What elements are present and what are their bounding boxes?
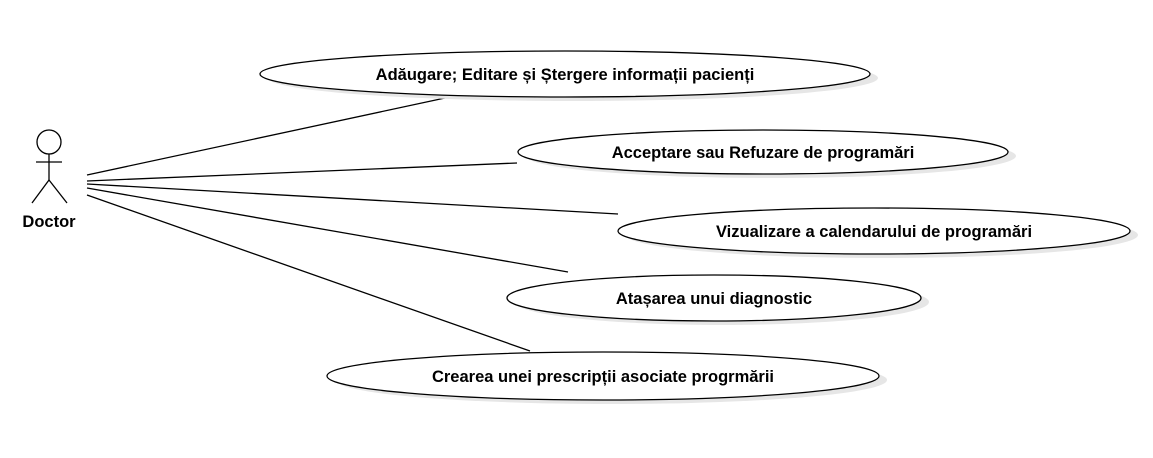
use-case-ellipse [517,129,1009,175]
association-prescription [86,194,531,352]
use-case-ellipse [259,50,871,98]
association-patient-info [86,97,446,176]
association-calendar [86,183,619,215]
stick-figure-icon [31,129,68,204]
use-case-prescription[interactable]: Crearea unei prescripții asociate progrm… [326,351,887,404]
use-case-diagnostic[interactable]: Atașarea unui diagnostic [506,274,929,325]
association-accept-reject [86,162,518,182]
use-case-ellipse [506,274,922,322]
use-case-ellipse [617,207,1131,255]
use-case-label: Adăugare; Editare și Ștergere informații… [376,66,755,84]
association-diagnostic [86,187,569,273]
use-case-accept-reject[interactable]: Acceptare sau Refuzare de programări [517,129,1016,178]
use-case-label: Atașarea unui diagnostic [616,290,812,308]
use-case-label: Vizualizare a calendarului de programări [716,223,1032,241]
actor-doctor[interactable]: Doctor [22,129,76,231]
use-case-calendar[interactable]: Vizualizare a calendarului de programări [617,207,1138,258]
actor-label: Doctor [22,213,76,231]
associations [86,97,619,352]
use-case-ellipse [326,351,880,401]
use-case-label: Crearea unei prescripții asociate progrm… [432,368,774,386]
use-case-label: Acceptare sau Refuzare de programări [612,144,915,162]
use-case-patient-info[interactable]: Adăugare; Editare și Ștergere informații… [259,50,878,101]
